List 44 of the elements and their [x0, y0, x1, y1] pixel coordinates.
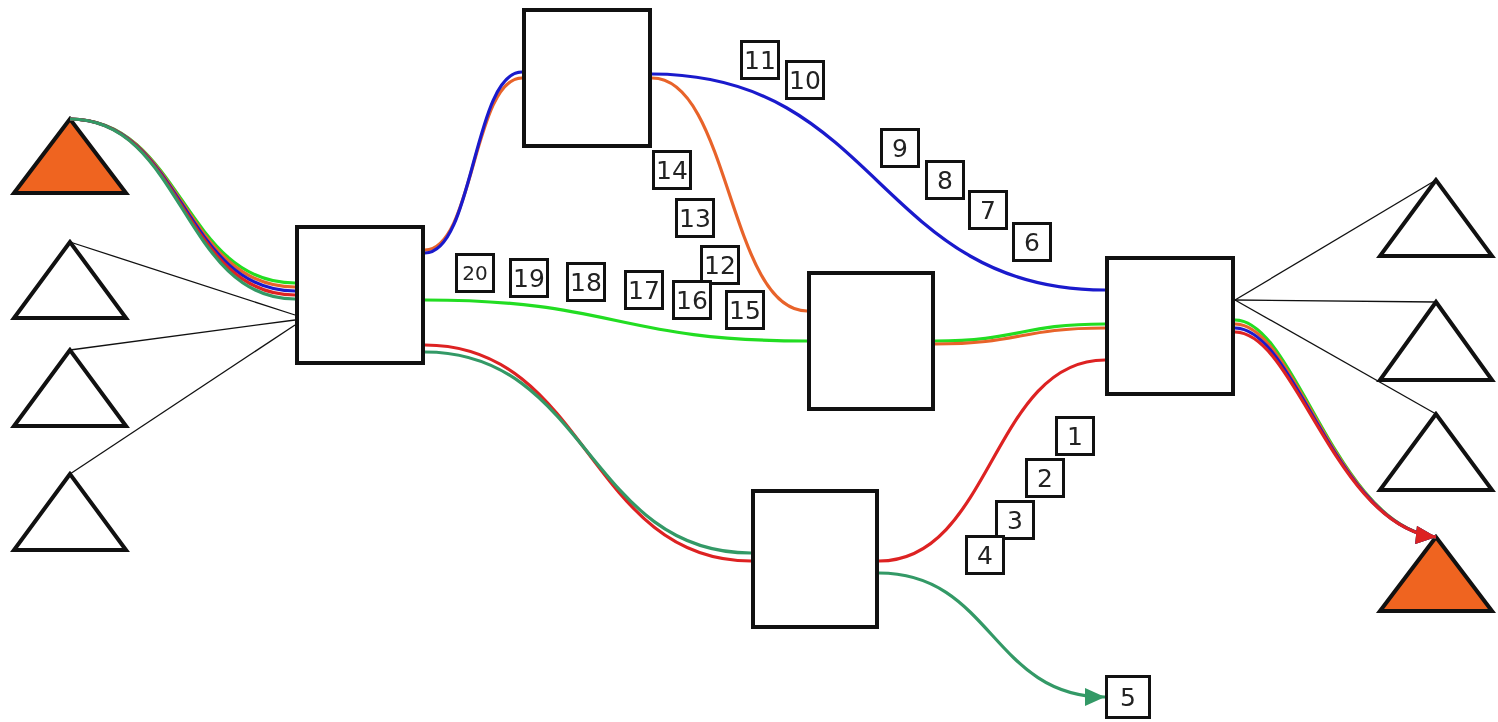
callout-number: 7 — [968, 190, 1008, 230]
triangle-symbol — [1378, 300, 1494, 382]
triangle-symbol — [1378, 535, 1494, 613]
callout-number: 11 — [740, 40, 780, 80]
flow-curve — [878, 358, 1106, 563]
callout-number: 16 — [672, 280, 712, 320]
flow-curve — [424, 298, 808, 343]
triangle-symbol — [12, 472, 128, 552]
callout-number: 6 — [1012, 222, 1052, 262]
callout-number: 18 — [566, 262, 606, 302]
triangle-symbol — [12, 240, 128, 320]
empty-box — [522, 8, 652, 148]
empty-box — [1105, 256, 1235, 396]
callout-number: 12 — [700, 245, 740, 285]
callout-number: 5 — [1105, 675, 1151, 719]
flow-curve — [651, 72, 1106, 292]
callout-number: 8 — [925, 160, 965, 200]
triangle-symbol — [1378, 178, 1494, 258]
connector-line — [69, 241, 296, 316]
callout-number: 20 — [455, 253, 495, 293]
connector-line — [1234, 299, 1437, 303]
callout-number: 15 — [725, 290, 765, 330]
connector-line — [1234, 299, 1437, 415]
callout-number: 2 — [1025, 458, 1065, 498]
connector-line — [1234, 179, 1437, 301]
triangle-symbol — [12, 348, 128, 428]
empty-box — [807, 271, 935, 411]
empty-box — [751, 489, 879, 629]
flow-curve — [651, 76, 808, 313]
callout-number: 9 — [880, 128, 920, 168]
callout-number: 3 — [995, 500, 1035, 540]
callout-number: 19 — [509, 258, 549, 298]
connector-line — [69, 319, 296, 351]
callout-number: 4 — [965, 535, 1005, 575]
callout-number: 14 — [652, 150, 692, 190]
triangle-symbol — [12, 117, 128, 195]
callout-number: 1 — [1055, 416, 1095, 456]
triangle-symbol — [1378, 412, 1494, 492]
callout-number: 17 — [624, 270, 664, 310]
connector-line — [69, 324, 296, 475]
flow-curve — [878, 571, 1106, 705]
empty-box — [295, 225, 425, 365]
callout-number: 10 — [785, 60, 825, 100]
callout-number: 13 — [675, 198, 715, 238]
